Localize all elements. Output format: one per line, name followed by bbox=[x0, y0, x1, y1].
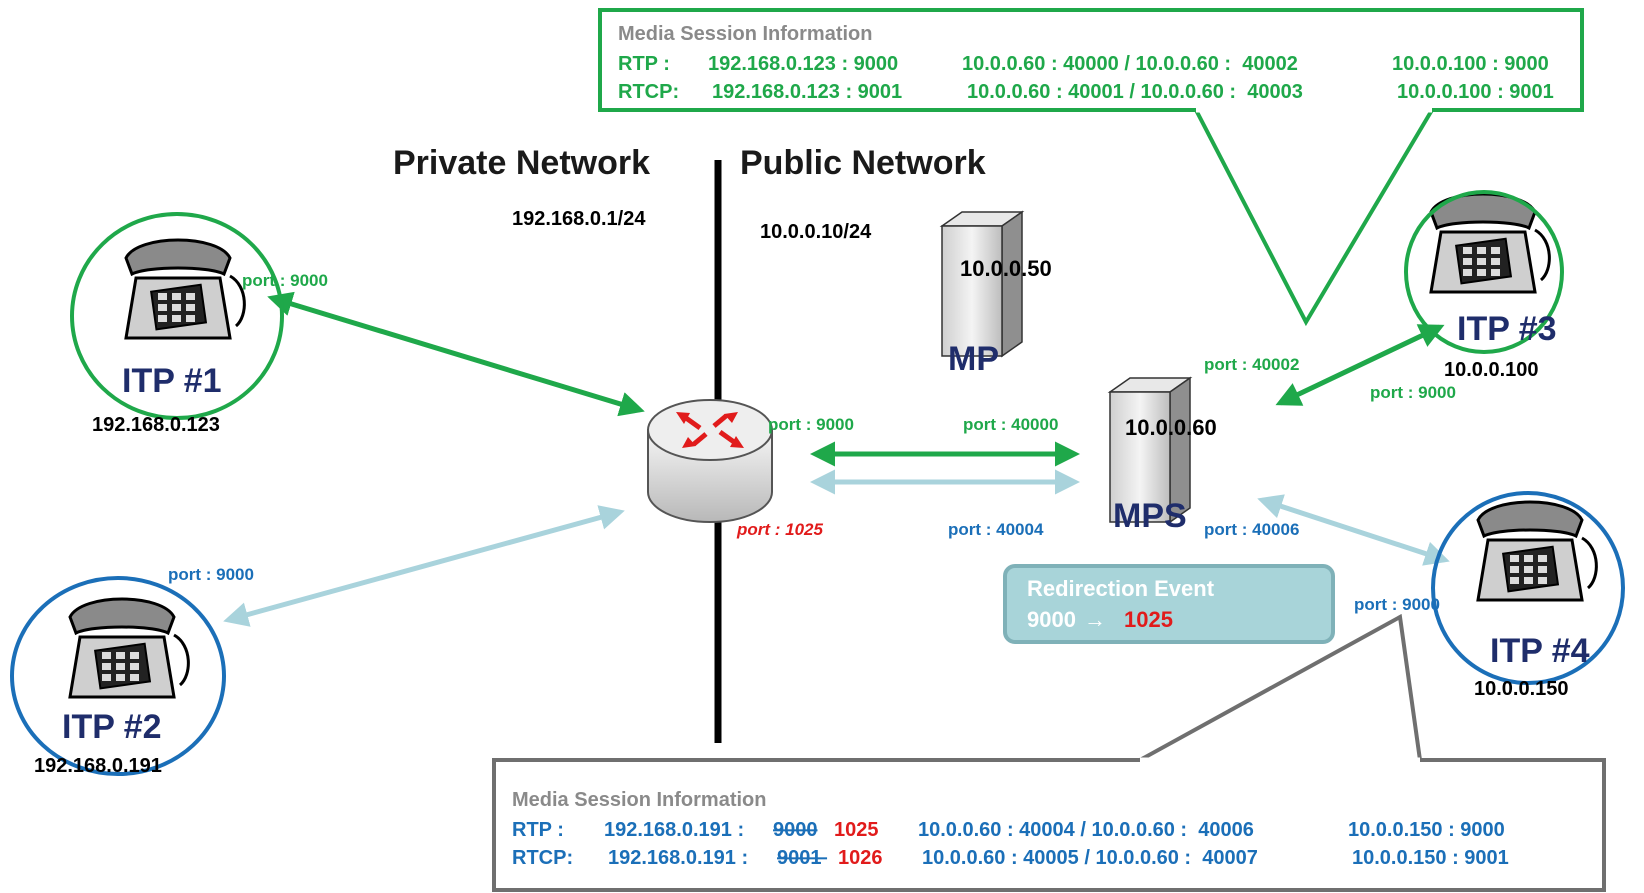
bottom-rtcp-c: 10.0.0.150 : 9001 bbox=[1352, 847, 1509, 869]
itp4-ip: 10.0.0.150 bbox=[1474, 678, 1569, 700]
itp3-port: port : 9000 bbox=[1370, 383, 1456, 402]
bottom-rtcp-old-port: 9001 bbox=[777, 847, 827, 869]
top-rtcp-b: 10.0.0.60 : 40001 / 10.0.0.60 : 40003 bbox=[967, 81, 1303, 103]
itp1-ip: 192.168.0.123 bbox=[92, 414, 220, 436]
top-callout-pointer bbox=[1194, 108, 1434, 327]
bottom-session-box bbox=[492, 758, 1606, 892]
redirection-title: Redirection Event bbox=[1027, 576, 1215, 601]
redirection-arrow-icon: → bbox=[1084, 607, 1106, 632]
mps-port-40006: port : 40006 bbox=[1204, 520, 1299, 539]
redirection-to: 1025 bbox=[1124, 607, 1173, 632]
router-port-1025: port : 1025 bbox=[736, 520, 824, 539]
bottom-rtcp-new-port: 1026 bbox=[838, 847, 883, 869]
top-session-box bbox=[598, 8, 1584, 112]
public-subnet: 10.0.0.10/24 bbox=[760, 221, 872, 243]
itp3-ip: 10.0.0.100 bbox=[1444, 359, 1539, 381]
top-rtp-b: 10.0.0.60 : 40000 / 10.0.0.60 : 40002 bbox=[962, 53, 1298, 75]
itp3-ring bbox=[1404, 190, 1564, 354]
top-rtp-a: 192.168.0.123 : 9000 bbox=[708, 53, 898, 75]
bottom-rtcp-label: RTCP: bbox=[512, 847, 573, 869]
itp2-label: ITP #2 bbox=[62, 708, 162, 746]
mps-port-40000: port : 40000 bbox=[963, 415, 1058, 434]
bottom-rtp-label: RTP : bbox=[512, 819, 564, 841]
top-rtp-c: 10.0.0.100 : 9000 bbox=[1392, 53, 1549, 75]
bottom-session-title: Media Session Information bbox=[512, 789, 766, 811]
mp-server-icon bbox=[941, 211, 1023, 357]
bottom-rtp-new-port: 1025 bbox=[834, 819, 879, 841]
itp4-label: ITP #4 bbox=[1490, 632, 1590, 670]
itp1-label: ITP #1 bbox=[122, 362, 222, 400]
mps-port-40002: port : 40002 bbox=[1204, 355, 1299, 374]
itp1-phone-icon bbox=[124, 238, 246, 340]
top-rtcp-c: 10.0.0.100 : 9001 bbox=[1397, 81, 1554, 103]
itp4-port: port : 9000 bbox=[1354, 595, 1440, 614]
arrow-mps-itp4 bbox=[1257, 494, 1450, 566]
bottom-rtp-b: 10.0.0.60 : 40004 / 10.0.0.60 : 40006 bbox=[918, 819, 1254, 841]
top-rtcp-a: 192.168.0.123 : 9001 bbox=[712, 81, 902, 103]
bottom-rtp-old-port: 9000 bbox=[773, 819, 818, 841]
bottom-rtp-c: 10.0.0.150 : 9000 bbox=[1348, 819, 1505, 841]
top-rtp-label: RTP : bbox=[618, 53, 670, 75]
itp4-phone-icon bbox=[1476, 500, 1598, 602]
itp2-port: port : 9000 bbox=[168, 565, 254, 584]
public-network-title: Public Network bbox=[740, 144, 986, 182]
private-network-title: Private Network bbox=[393, 144, 650, 182]
arrow-itp2-router bbox=[223, 505, 625, 627]
mps-label: MPS bbox=[1113, 497, 1187, 535]
private-subnet: 192.168.0.1/24 bbox=[512, 208, 646, 230]
bottom-rtp-ip: 192.168.0.191 : bbox=[604, 819, 750, 841]
itp2-ring bbox=[10, 576, 226, 776]
mp-ip: 10.0.0.50 bbox=[960, 256, 1052, 281]
bottom-rtcp-b: 10.0.0.60 : 40005 / 10.0.0.60 : 40007 bbox=[922, 847, 1258, 869]
top-rtcp-label: RTCP: bbox=[618, 81, 679, 103]
arrow-itp1-router bbox=[267, 291, 645, 417]
itp1-ring bbox=[70, 212, 284, 420]
itp1-port: port : 9000 bbox=[242, 271, 328, 290]
itp2-phone-icon bbox=[68, 597, 190, 699]
itp2-ip: 192.168.0.191 bbox=[34, 755, 162, 777]
bottom-rtcp-ip: 192.168.0.191 : bbox=[608, 847, 754, 869]
redirection-event-box bbox=[1003, 564, 1335, 644]
itp4-ring bbox=[1431, 491, 1625, 685]
arrow-mps-itp3 bbox=[1275, 324, 1445, 406]
redirection-from: 9000 bbox=[1027, 607, 1076, 632]
bottom-callout-pointer bbox=[1139, 613, 1422, 762]
mp-label: MP bbox=[948, 340, 999, 378]
router-icon bbox=[647, 399, 773, 523]
mps-ip: 10.0.0.60 bbox=[1125, 415, 1217, 440]
mps-port-40004: port : 40004 bbox=[948, 520, 1044, 539]
top-session-title: Media Session Information bbox=[618, 23, 872, 45]
itp3-label: ITP #3 bbox=[1457, 310, 1557, 348]
router-port-9000: port : 9000 bbox=[768, 415, 854, 434]
